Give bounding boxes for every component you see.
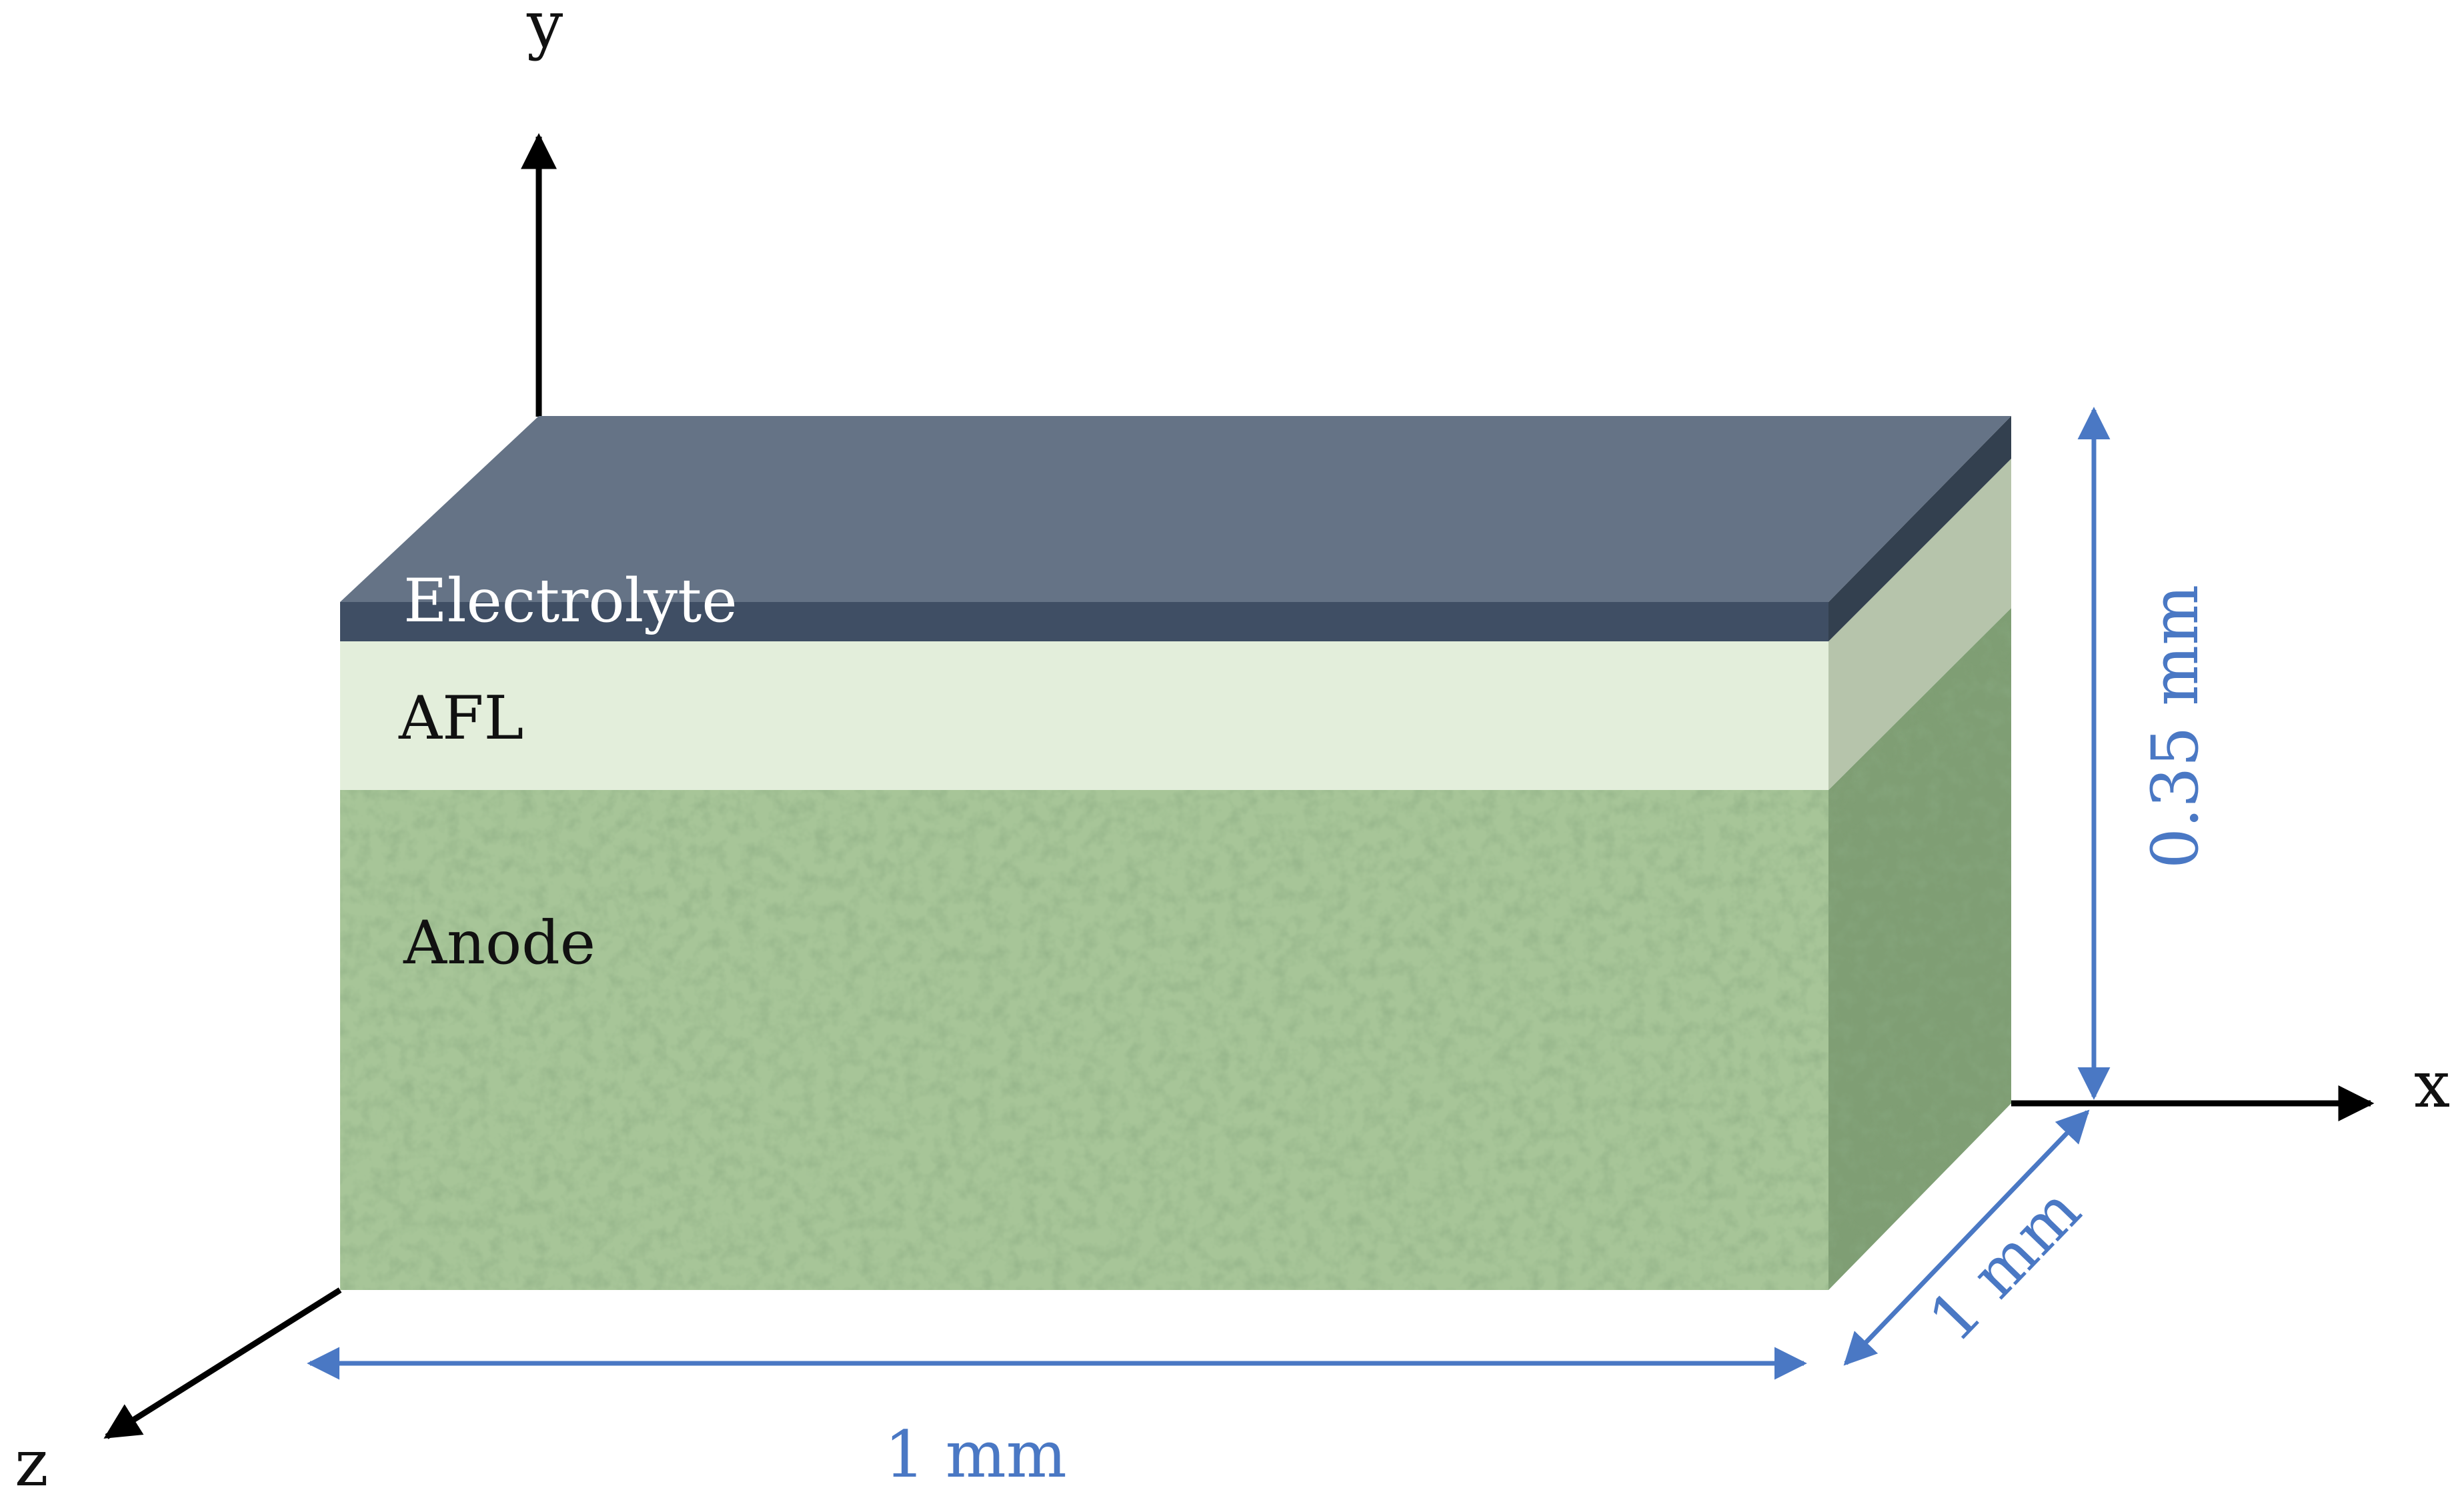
electrolyte-side-face	[1828, 416, 2011, 641]
z-axis-arrow	[103, 1287, 342, 1439]
afl-front-face	[340, 641, 1828, 790]
height-dimension-label: 0.35 mm	[2138, 585, 2213, 869]
x-axis-label: x	[2414, 1047, 2450, 1122]
electrolyte-label: Electrolyte	[403, 566, 738, 636]
afl-side-face	[1828, 459, 2011, 790]
y-axis-label: y	[526, 0, 563, 62]
z-axis-label: z	[15, 1426, 49, 1501]
afl-label: AFL	[398, 683, 523, 753]
anode-front-texture	[340, 790, 1828, 1290]
electrolyte-front-face	[340, 602, 1828, 641]
width-dimension-label: 1 mm	[884, 1417, 1067, 1492]
depth-dimension-arrow	[1843, 1109, 2090, 1366]
electrolyte-top-face	[340, 416, 2011, 602]
anode-label: Anode	[403, 908, 595, 978]
